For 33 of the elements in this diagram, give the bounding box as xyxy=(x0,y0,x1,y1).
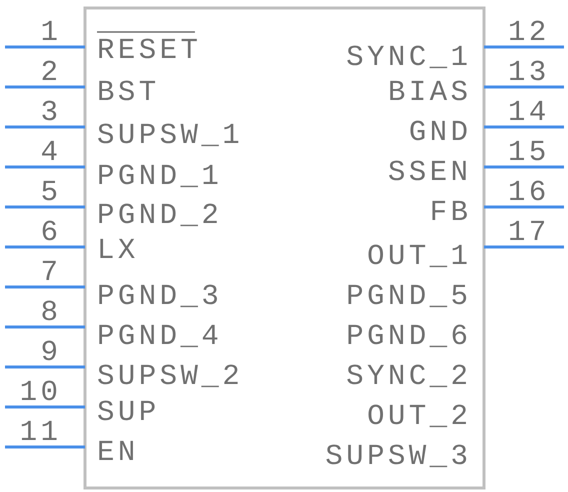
pin-name: SSEN xyxy=(389,160,466,180)
pin-name: PGND_1 xyxy=(99,164,218,188)
pin-name: SUPSW_3 xyxy=(326,444,466,468)
pin-name: SYNC_2 xyxy=(347,364,466,388)
pin-number: 3 xyxy=(42,100,56,120)
pin-name: GND xyxy=(410,120,467,140)
pin-number: 8 xyxy=(42,300,56,320)
pin-name: BST xyxy=(99,80,156,100)
pin-name: LX xyxy=(100,238,135,258)
pin-name: SUPSW_2 xyxy=(98,364,238,388)
pin-name: SUPSW_1 xyxy=(98,124,238,146)
pin-number: 1 xyxy=(42,20,57,40)
pin-name: PGND_2 xyxy=(99,204,217,226)
pin-number: 2 xyxy=(42,60,56,80)
pin-name: SYNC_1 xyxy=(347,46,467,68)
pin-name: OUT_2 xyxy=(368,404,466,428)
pin-name: EN xyxy=(99,440,133,460)
pin-number: 9 xyxy=(42,340,56,360)
pin-name: PGND_6 xyxy=(348,324,466,348)
pin-name: SUP xyxy=(98,400,155,420)
pin-number: 5 xyxy=(42,180,56,200)
pin-number: 7 xyxy=(42,260,56,280)
pin-name: OUT_1 xyxy=(368,244,467,268)
pin-number: 4 xyxy=(42,140,57,160)
pin-name: PGND_3 xyxy=(99,284,217,308)
pin-name: RESET xyxy=(97,31,197,58)
pin-number: 10 xyxy=(22,380,56,400)
pin-name: PGND_4 xyxy=(99,324,218,348)
pin-name: BIAS xyxy=(390,80,467,100)
pin-number: 6 xyxy=(42,220,56,240)
pin-name: FB xyxy=(432,200,467,220)
pin-name: PGND_5 xyxy=(348,284,466,308)
pin-number: 11 xyxy=(22,420,57,440)
